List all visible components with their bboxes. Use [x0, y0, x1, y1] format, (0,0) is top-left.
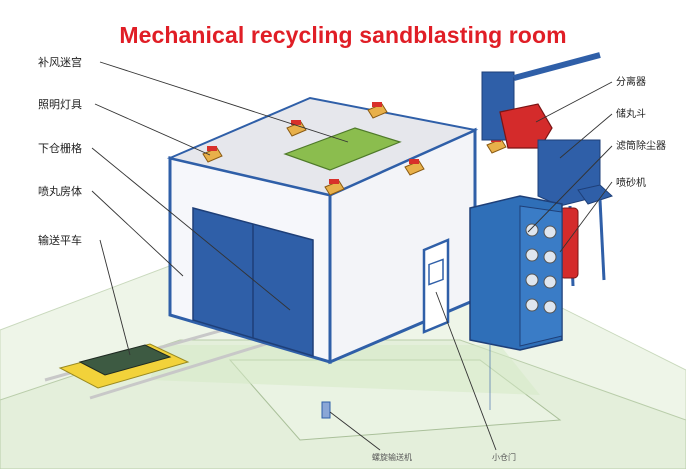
side-door	[422, 238, 450, 334]
label-cartridge-dust-collector: 滤筒除尘器	[616, 139, 666, 152]
label-transfer-cart: 输送平车	[38, 233, 82, 247]
roof-lamp	[404, 159, 425, 176]
leader-line	[91, 190, 184, 277]
screw-conveyor	[321, 401, 331, 419]
separator-duct	[513, 52, 601, 81]
leader-line	[329, 411, 381, 451]
filter-cartridge	[525, 223, 539, 237]
label-screw-conveyor: 螺旋输送机	[372, 452, 412, 462]
leader-line	[94, 103, 211, 156]
label-small-door: 小仓门	[492, 452, 516, 462]
label-lighting-fixture: 照明灯具	[38, 98, 82, 111]
roof-lamp	[286, 120, 307, 137]
label-sandblasting-machine: 喷砂机	[616, 176, 646, 189]
filter-cartridge	[543, 275, 557, 289]
filter-cartridge	[525, 298, 539, 312]
roof-lamp	[324, 179, 345, 196]
filter-cartridge	[525, 248, 539, 262]
leader-line	[99, 61, 349, 143]
ground-green-strip	[150, 345, 540, 395]
filter-cartridge	[543, 225, 557, 239]
side-door-window	[428, 258, 444, 286]
leader-line	[535, 81, 613, 123]
label-blasting-room-body: 喷丸房体	[38, 184, 82, 198]
conveyor-cart-top	[78, 344, 172, 376]
leader-line	[99, 239, 131, 356]
dust-collector-leg	[598, 199, 606, 281]
roof-lamp	[367, 102, 388, 119]
filter-cartridge	[543, 250, 557, 264]
filter-cartridge	[543, 300, 557, 314]
dust-collector-pipe	[577, 184, 613, 205]
label-separator: 分离器	[616, 75, 646, 88]
leader-line	[435, 291, 497, 451]
leader-line	[559, 181, 613, 253]
label-floor-grating: 下仓栅格	[38, 141, 82, 155]
filter-cartridge	[525, 273, 539, 287]
label-shot-hopper: 储丸斗	[616, 107, 646, 120]
leader-line	[91, 147, 291, 311]
label-supply-air-labyrinth: 补风迷宫	[38, 55, 82, 69]
leader-line	[559, 113, 613, 159]
leader-line	[527, 145, 613, 233]
roof-lamp	[202, 146, 223, 163]
diagram-title: Mechanical recycling sandblasting room	[119, 22, 567, 48]
separator-unit	[499, 103, 553, 149]
